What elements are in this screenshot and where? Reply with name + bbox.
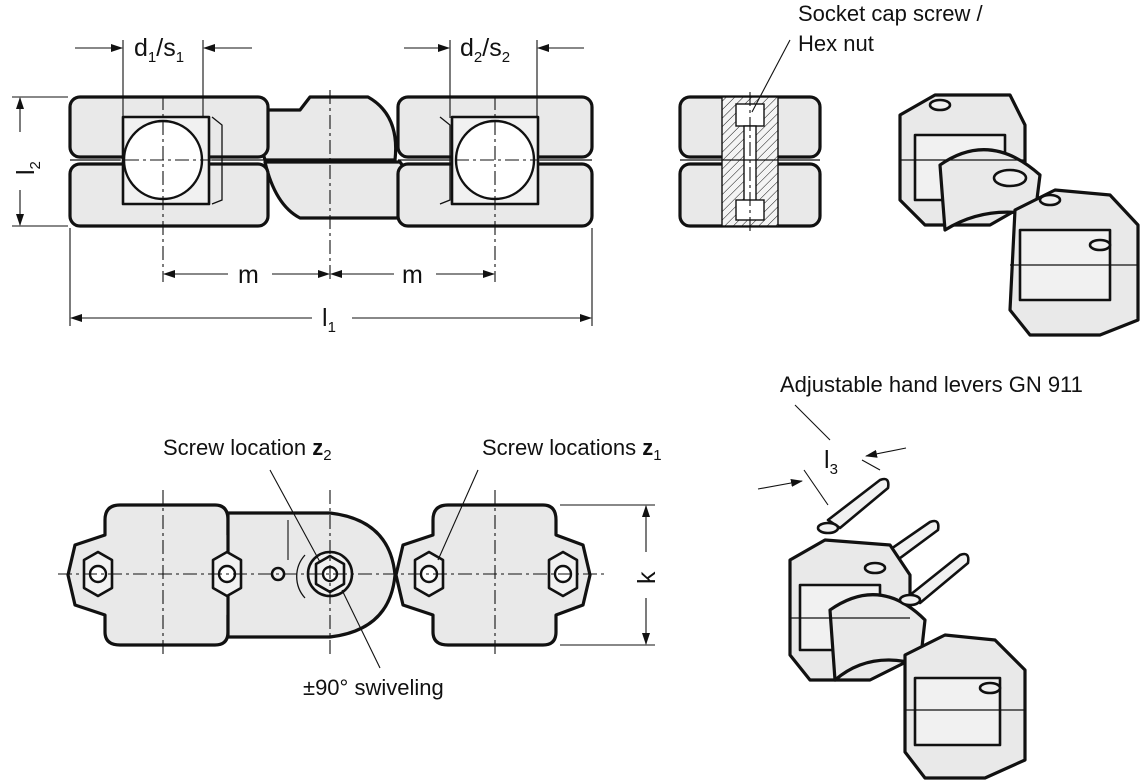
side-section-view: Socket cap screw / Hex nut (678, 1, 984, 232)
isometric-with-levers: Adjustable hand levers GN 911 l3 (757, 372, 1083, 780)
hex-screw-1 (82, 550, 114, 598)
dim-k: k (633, 571, 661, 584)
label-screw-z2: Screw location z2 (163, 435, 332, 464)
label-socket-cap: Socket cap screw / (798, 1, 984, 26)
dim-l3: l3 (824, 446, 838, 478)
dim-l2: l2 (12, 161, 44, 175)
swivel-link (228, 95, 398, 162)
right-clamp-plan (394, 503, 592, 647)
label-screw-z1: Screw locations z1 (482, 435, 662, 464)
isometric-view (898, 93, 1140, 337)
dim-d1-s1: d1/s1 (134, 34, 184, 66)
label-swivel: ±90° swiveling (303, 675, 444, 700)
dim-m-right: m (402, 261, 423, 289)
label-hand-levers: Adjustable hand levers GN 911 (780, 372, 1083, 397)
top-view: k Screw location z2 Screw locations z1 ±… (58, 435, 662, 700)
front-view: d1/s1 d2/s2 l2 m m l1 (12, 34, 594, 336)
label-hex-nut: Hex nut (798, 31, 874, 56)
dim-l1: l1 (322, 304, 336, 336)
dim-m-left: m (238, 261, 259, 289)
dim-d2-s2: d2/s2 (460, 34, 510, 66)
